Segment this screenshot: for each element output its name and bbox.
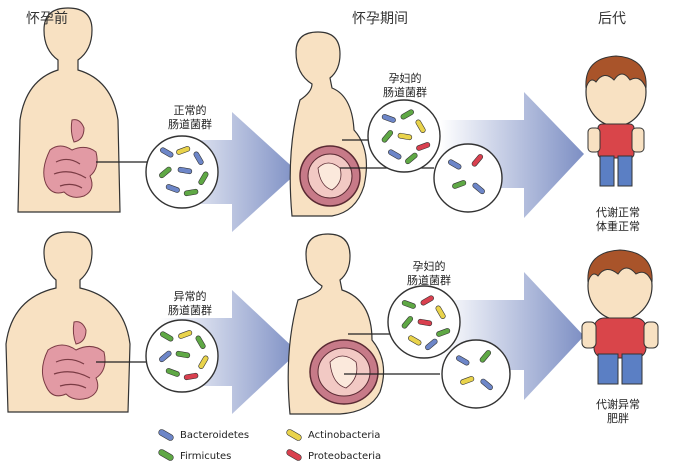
header-offspring: 后代: [598, 11, 626, 27]
legend-label-firmicutes: Firmicutes: [180, 451, 232, 462]
label-line: 代谢异常: [596, 398, 640, 411]
label-pregnant-microbiota-top: 孕妇的 肠道菌群: [372, 72, 438, 100]
microbiota-circle-offspring-obese: [441, 339, 511, 409]
child-obese: [581, 249, 659, 385]
label-offspring-normal: 代谢正常 体重正常: [588, 206, 648, 234]
label-normal-microbiota: 正常的 肠道菌群: [160, 104, 220, 132]
legend-label-actinobacteria: Actinobacteria: [308, 430, 381, 441]
legend-label-proteobacteria: Proteobacteria: [308, 451, 382, 462]
label-offspring-obese: 代谢异常 肥胖: [588, 398, 648, 426]
label-line: 肠道菌群: [168, 304, 212, 317]
microbiota-circle-normal: [145, 135, 219, 209]
label-line: 体重正常: [596, 220, 640, 233]
label-line: 孕妇的: [388, 72, 422, 85]
body-pregnant-obese: [287, 233, 385, 415]
label-line: 肠道菌群: [407, 274, 451, 287]
header-during-pregnancy: 怀孕期间: [352, 11, 408, 27]
label-line: 肠道菌群: [383, 86, 427, 99]
microbiota-circle-pregnant-obese: [387, 285, 461, 359]
label-line: 正常的: [173, 104, 207, 117]
body-before-obese: [5, 231, 131, 413]
legend-swatch-actinobacteria: [286, 429, 302, 441]
label-line: 代谢正常: [596, 206, 640, 219]
microbiota-circle-offspring-normal: [433, 143, 503, 213]
legend-label-bacteroidetes: Bacteroidetes: [180, 430, 250, 441]
body-pregnant-normal: [289, 31, 367, 217]
header-before-pregnancy: 怀孕前: [26, 11, 68, 27]
legend-swatch-bacteroidetes: [158, 429, 174, 441]
label-line: 孕妇的: [412, 260, 446, 273]
label-pregnant-microbiota-bottom: 孕妇的 肠道菌群: [396, 260, 462, 288]
label-line: 异常的: [173, 290, 207, 303]
legend-swatch-firmicutes: [158, 449, 174, 461]
child-normal-weight: [585, 55, 647, 187]
label-abnormal-microbiota: 异常的 肠道菌群: [160, 290, 220, 318]
body-before-normal: [17, 7, 121, 213]
label-line: 肠道菌群: [168, 118, 212, 131]
legend-swatch-proteobacteria: [286, 449, 302, 461]
microbiota-circle-abnormal: [145, 319, 219, 393]
microbiota-circle-pregnant-normal: [367, 99, 441, 173]
label-line: 肥胖: [607, 412, 629, 425]
